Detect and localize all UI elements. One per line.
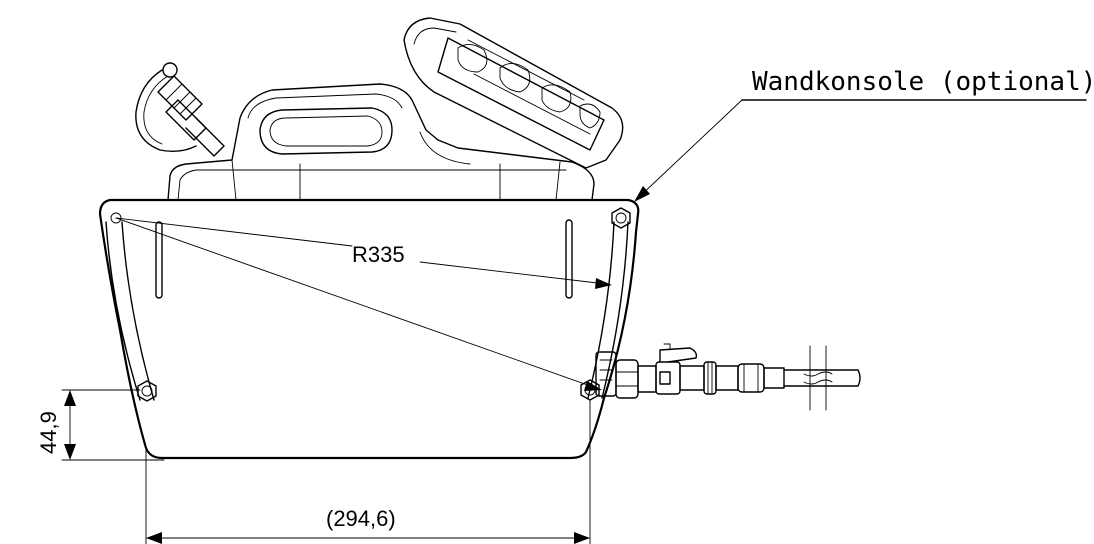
bolt-top-left: [110, 212, 122, 224]
bolt-bottom-left: [137, 380, 157, 402]
radius-annotation: R335: [115, 217, 612, 391]
height-label: 44,9: [36, 411, 61, 454]
width-label: (294,6): [326, 506, 396, 531]
vent-cap: [135, 62, 225, 157]
tray-body: [98, 198, 640, 460]
height-dimension: 44,9: [36, 389, 165, 461]
wall-bracket-label: Wandkonsole (optional): [752, 67, 1094, 97]
bolt-top-right: [611, 207, 631, 229]
width-dimension: (294,6): [145, 399, 591, 544]
hinged-lid: [403, 17, 624, 169]
radius-label: R335: [352, 242, 405, 267]
wall-bracket-leader: Wandkonsole (optional): [634, 67, 1094, 202]
canister: [167, 83, 595, 201]
outlet-valve: [595, 343, 861, 411]
